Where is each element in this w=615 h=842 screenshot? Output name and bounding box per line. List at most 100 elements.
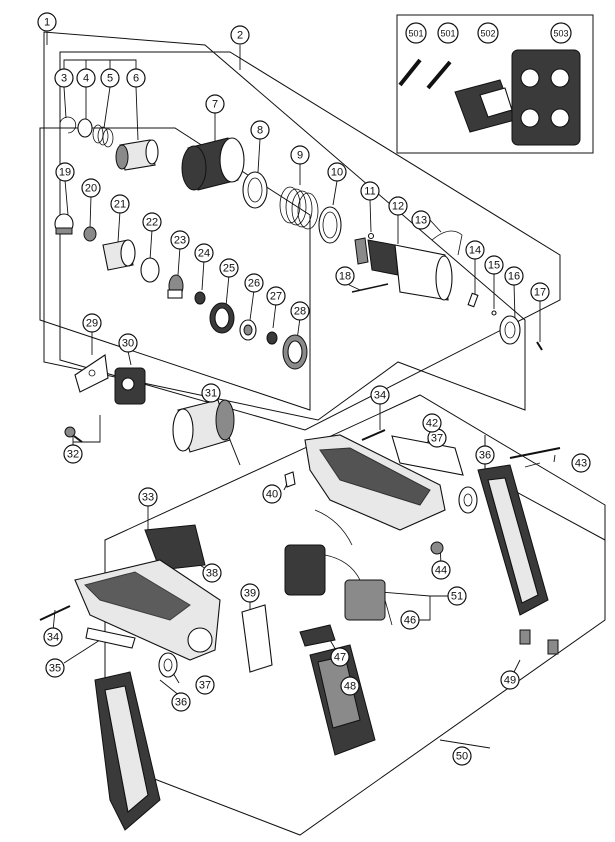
callout-bubble bbox=[360, 181, 380, 201]
callout-bubble bbox=[63, 444, 83, 464]
callout-7: 7 bbox=[205, 94, 225, 114]
callout-number: 38 bbox=[206, 568, 218, 580]
callout-49: 49 bbox=[500, 670, 520, 690]
callout-29: 29 bbox=[82, 313, 102, 333]
callout-number: 502 bbox=[480, 29, 495, 39]
battery-clip-part bbox=[299, 624, 336, 647]
callout-bubble bbox=[54, 68, 74, 88]
spring-pin-part bbox=[536, 341, 543, 351]
callout-number: 35 bbox=[49, 663, 61, 675]
callout-bubble bbox=[240, 583, 260, 603]
callout-501b: 501 bbox=[437, 22, 459, 44]
callout-bubble bbox=[194, 243, 214, 263]
callout-37b: 37 bbox=[195, 675, 215, 695]
callout-34b: 34 bbox=[43, 627, 63, 647]
plate-part-29 bbox=[74, 354, 109, 393]
callout-46: 46 bbox=[400, 610, 420, 630]
callout-number: 501 bbox=[440, 29, 455, 39]
nut-part-44 bbox=[430, 541, 444, 555]
callout-number: 4 bbox=[83, 73, 89, 85]
callout-number: 39 bbox=[244, 588, 256, 600]
callout-number: 51 bbox=[451, 591, 463, 603]
callout-bubble bbox=[138, 487, 158, 507]
callout-bubble bbox=[205, 94, 225, 114]
callout-number: 50 bbox=[456, 751, 468, 763]
brush-holder-part bbox=[114, 367, 146, 405]
callout-6: 6 bbox=[126, 68, 146, 88]
cover-part-39 bbox=[241, 604, 273, 673]
callout-bubble bbox=[550, 22, 572, 44]
callout-bubble bbox=[290, 145, 310, 165]
accessory-box-frame bbox=[396, 14, 594, 154]
callout-40: 40 bbox=[262, 484, 282, 504]
callout-number: 36 bbox=[479, 450, 491, 462]
callout-number: 5 bbox=[107, 73, 113, 85]
washer-part bbox=[77, 118, 93, 138]
callout-number: 32 bbox=[67, 449, 79, 461]
switch-assembly-part bbox=[284, 509, 393, 626]
callout-bubble bbox=[530, 282, 550, 302]
callout-28: 28 bbox=[290, 301, 310, 321]
callout-number: 23 bbox=[174, 235, 186, 247]
callout-bubble bbox=[335, 266, 355, 286]
callout-36a: 36 bbox=[475, 445, 495, 465]
carrier-part-19 bbox=[54, 213, 74, 235]
lock-rod-part bbox=[351, 283, 389, 293]
callout-32: 32 bbox=[63, 444, 83, 464]
callout-26: 26 bbox=[244, 273, 264, 293]
callout-bubble bbox=[266, 286, 286, 306]
callout-number: 14 bbox=[469, 245, 481, 257]
callout-bubble bbox=[142, 212, 162, 232]
callout-number: 2 bbox=[237, 30, 243, 42]
cap-ring-part bbox=[499, 315, 521, 345]
callout-number: 7 bbox=[212, 99, 218, 111]
callout-38: 38 bbox=[202, 563, 222, 583]
callout-number: 8 bbox=[257, 125, 263, 137]
screw-part-32 bbox=[64, 426, 83, 443]
callout-bubble bbox=[405, 22, 427, 44]
callout-1: 1 bbox=[37, 12, 57, 32]
callout-22: 22 bbox=[142, 212, 162, 232]
housing-half-left-part bbox=[74, 559, 221, 661]
callout-number: 48 bbox=[344, 681, 356, 693]
callout-19: 19 bbox=[55, 162, 75, 182]
callout-14: 14 bbox=[465, 240, 485, 260]
callout-13: 13 bbox=[411, 210, 431, 230]
pin-part bbox=[467, 292, 479, 308]
callout-number: 37 bbox=[431, 433, 443, 445]
callout-bubble bbox=[244, 273, 264, 293]
callout-2: 2 bbox=[230, 25, 250, 45]
callout-bubble bbox=[37, 12, 57, 32]
callout-number: 29 bbox=[86, 318, 98, 330]
callout-bubble bbox=[484, 255, 504, 275]
callout-bubble bbox=[81, 178, 101, 198]
callout-4: 4 bbox=[76, 68, 96, 88]
callout-bubble bbox=[202, 563, 222, 583]
gear-part-27 bbox=[266, 331, 278, 345]
callout-bubble bbox=[126, 68, 146, 88]
terminal-part bbox=[284, 471, 296, 488]
gear-part-26 bbox=[239, 319, 257, 341]
callout-number: 25 bbox=[223, 263, 235, 275]
callout-bubble bbox=[437, 22, 459, 44]
callout-17: 17 bbox=[530, 282, 550, 302]
callout-number: 10 bbox=[331, 167, 343, 179]
callout-bubble bbox=[100, 68, 120, 88]
charger-part-502 bbox=[454, 79, 516, 133]
ball-part bbox=[491, 310, 497, 316]
screw-part-34-upper bbox=[361, 429, 386, 441]
callout-bubble bbox=[290, 301, 310, 321]
callout-bubble bbox=[76, 68, 96, 88]
handle-half-right-part bbox=[477, 464, 549, 616]
callout-number: 27 bbox=[270, 291, 282, 303]
callout-bubble bbox=[477, 22, 499, 44]
callout-number: 36 bbox=[175, 697, 187, 709]
callout-42: 42 bbox=[422, 413, 442, 433]
callout-bubble bbox=[500, 670, 520, 690]
callout-48: 48 bbox=[340, 676, 360, 696]
callout-35: 35 bbox=[45, 658, 65, 678]
assembly-frame-2 bbox=[59, 51, 561, 431]
callout-bubble bbox=[475, 445, 495, 465]
label-strip-part-35 bbox=[85, 627, 136, 649]
